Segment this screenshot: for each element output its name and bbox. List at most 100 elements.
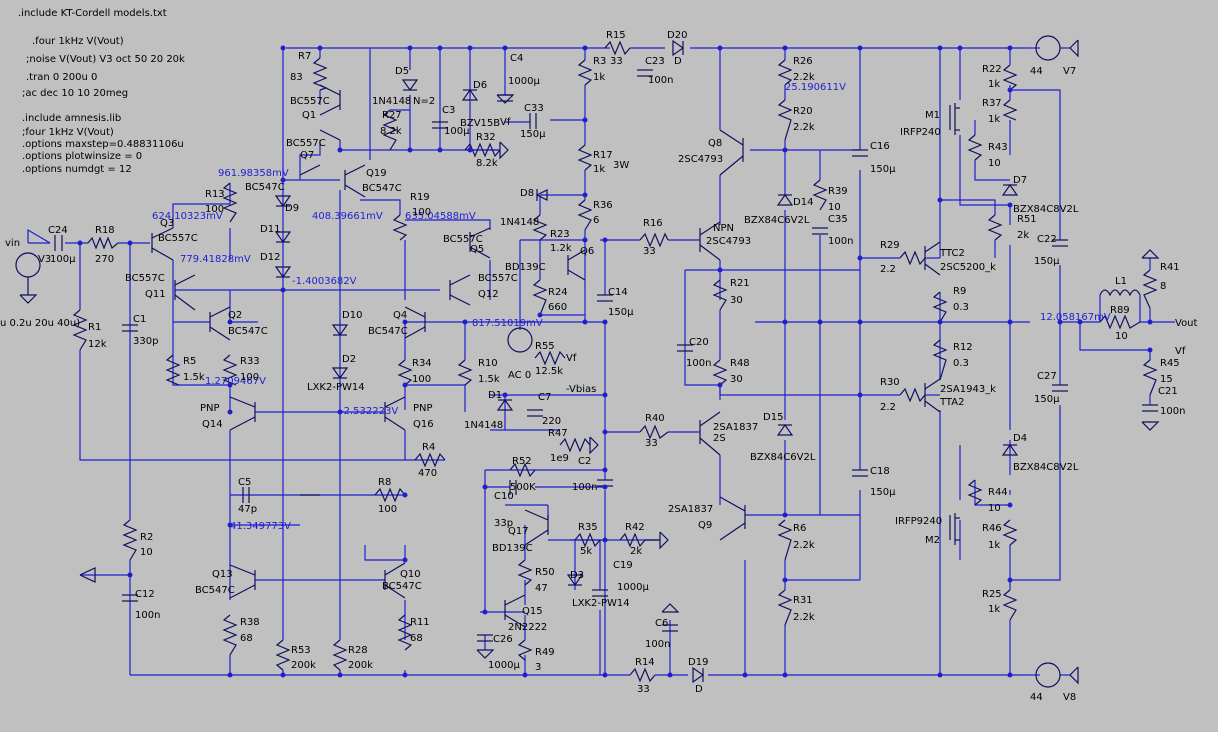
- capacitor-c20: [677, 344, 693, 352]
- label: 47p: [238, 504, 257, 515]
- label: BC547C: [245, 182, 285, 193]
- label: 10: [828, 202, 841, 213]
- directive: .options numdgt = 12: [22, 164, 132, 175]
- label: R23: [550, 229, 570, 240]
- label: 330p: [133, 336, 158, 347]
- label: 100n: [135, 610, 160, 621]
- ground-r47: [589, 436, 599, 455]
- label: BZX84C8V2L: [1013, 462, 1079, 473]
- label: D20: [667, 30, 687, 41]
- label: R27: [382, 110, 402, 121]
- resistor-r35: [574, 532, 601, 548]
- resistor-r45: [1142, 359, 1158, 396]
- transistor-q1: [319, 84, 341, 116]
- ground-c4: [496, 94, 515, 104]
- probe-voltage: -1.4003682V: [292, 276, 357, 287]
- label: LXK2-PW14: [572, 598, 630, 609]
- directive: .include amnesis.lib: [22, 113, 121, 124]
- voltage-source-v7: [1035, 35, 1079, 61]
- probe-voltage: 624.10323mV: [152, 211, 223, 222]
- label: D7: [1013, 175, 1027, 186]
- label: 1k: [593, 72, 605, 83]
- label: R41: [1160, 262, 1180, 273]
- label: R35: [578, 522, 598, 533]
- label: 2N2222: [508, 622, 547, 633]
- resistor-r9: [932, 291, 948, 323]
- label: BD139C: [505, 262, 546, 273]
- label: R25: [982, 589, 1002, 600]
- label: BC557C: [290, 96, 330, 107]
- resistor-r2: [122, 519, 138, 561]
- label: R46: [982, 523, 1002, 534]
- label: 100n: [645, 639, 670, 650]
- label: IRFP9240: [895, 516, 942, 527]
- label: 150µ: [870, 487, 896, 498]
- label: C14: [608, 287, 628, 298]
- resistor-r51: [987, 214, 1003, 241]
- diode-d19: [692, 666, 705, 684]
- capacitor-c26: [477, 634, 493, 642]
- label: BC547C: [382, 581, 422, 592]
- label: C19: [613, 560, 633, 571]
- label: 500K: [510, 482, 536, 493]
- label: Q8: [708, 138, 722, 149]
- label: 1k: [988, 114, 1000, 125]
- label: 270: [95, 254, 114, 265]
- ground-r42: [659, 531, 669, 550]
- capacitor-c23: [637, 69, 653, 77]
- inductor-l1: [1099, 289, 1141, 297]
- diode-d6: [461, 88, 479, 101]
- label: 33: [610, 56, 623, 67]
- label: 1000µ: [508, 76, 540, 87]
- label: 100n: [1160, 406, 1185, 417]
- probe-voltage: 1.2709467V: [205, 376, 266, 387]
- label: 15: [1160, 374, 1173, 385]
- junction-dots: [77, 45, 1153, 678]
- label: R31: [793, 595, 813, 606]
- label: R19: [410, 192, 430, 203]
- label: Q17: [508, 526, 529, 537]
- transistor-q15: [504, 594, 526, 628]
- label: 100: [205, 204, 224, 215]
- label: R28: [348, 645, 368, 656]
- label: 12.5k: [535, 366, 563, 377]
- resistor-r11: [397, 614, 413, 651]
- resistor-r28: [332, 639, 348, 671]
- label: L1: [1115, 276, 1127, 287]
- label: 470: [418, 468, 437, 479]
- label: BC557C: [286, 138, 326, 149]
- voltage-source-v3: [15, 252, 41, 304]
- label: V3: [38, 254, 51, 265]
- label: 1.5k: [183, 372, 205, 383]
- resistor-r40: [639, 424, 669, 440]
- resistor-r36: [577, 199, 593, 231]
- resistor-r49: [517, 639, 533, 661]
- label: C1: [133, 314, 146, 325]
- resistor-r43: [967, 134, 983, 161]
- label: R15: [606, 30, 626, 41]
- probe-voltage: 12.058167mV: [1040, 312, 1111, 323]
- label: 1N4148: [464, 420, 503, 431]
- probe-voltages: 961.98358mV 624.10323mV 779.41828mV 408.…: [152, 82, 1111, 532]
- label: u 0.2u 20u 40u): [0, 318, 80, 329]
- label: R29: [880, 240, 900, 251]
- label: D2: [342, 354, 356, 365]
- capacitor-c21: [1142, 404, 1158, 412]
- label: D6: [473, 80, 487, 91]
- wires: [27, 47, 1175, 676]
- probe-voltage: 635.04588mV: [405, 211, 476, 222]
- label: 5k: [580, 546, 592, 557]
- resistor-r5: [165, 354, 181, 386]
- probe-voltage: 779.41828mV: [180, 254, 251, 265]
- label: 220: [542, 416, 561, 427]
- label: R48: [730, 358, 750, 369]
- probe-voltage: 961.98358mV: [218, 168, 289, 179]
- components: [15, 35, 1160, 688]
- label: -Vbias: [566, 384, 596, 395]
- label: 100: [378, 504, 397, 515]
- label: R2: [140, 532, 153, 543]
- label: C24: [48, 225, 68, 236]
- label: R55: [535, 341, 555, 352]
- label: 100n: [648, 75, 673, 86]
